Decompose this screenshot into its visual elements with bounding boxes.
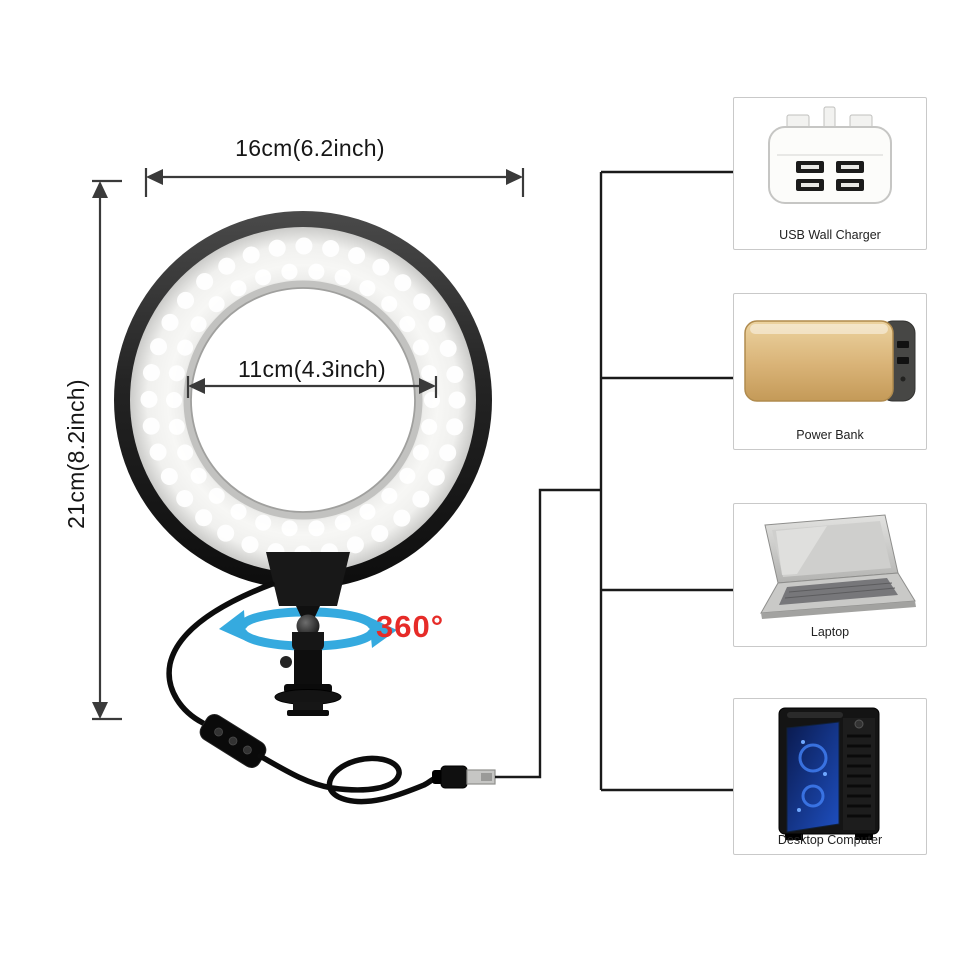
rotation-360-label: 360°: [376, 609, 445, 644]
ring-light: [114, 211, 492, 589]
device-label-laptop: Laptop: [810, 625, 850, 639]
inner-width-label: 11cm(4.3inch): [238, 356, 386, 382]
ball-head-mount: [266, 552, 350, 716]
connector-lines: [495, 170, 733, 792]
inline-controller: [199, 714, 267, 768]
device-box-usb-wall-charger: USB Wall Charger: [733, 97, 927, 250]
power-bank-icon: [744, 320, 916, 402]
dimension-arrow-width: [144, 168, 525, 197]
device-box-laptop: Laptop: [733, 503, 927, 647]
usb-wall-charger-icon: [768, 106, 892, 204]
dimension-arrow-height: [92, 179, 122, 721]
dimension-arrow-inner: [186, 376, 438, 398]
device-label-usb-wall-charger: USB Wall Charger: [779, 228, 881, 242]
device-box-power-bank: Power Bank: [733, 293, 927, 450]
height-label: 21cm(8.2inch): [63, 379, 89, 529]
outer-width-label: 16cm(6.2inch): [235, 135, 385, 161]
laptop-icon: [760, 514, 916, 619]
device-label-power-bank: Power Bank: [796, 428, 864, 442]
usb-plug-icon: [432, 765, 496, 789]
usb-cable: [166, 581, 496, 805]
desktop-computer-icon: [778, 707, 880, 840]
device-box-desktop-computer: Desktop Computer: [733, 698, 927, 855]
device-label-desktop-computer: Desktop Computer: [777, 833, 883, 847]
